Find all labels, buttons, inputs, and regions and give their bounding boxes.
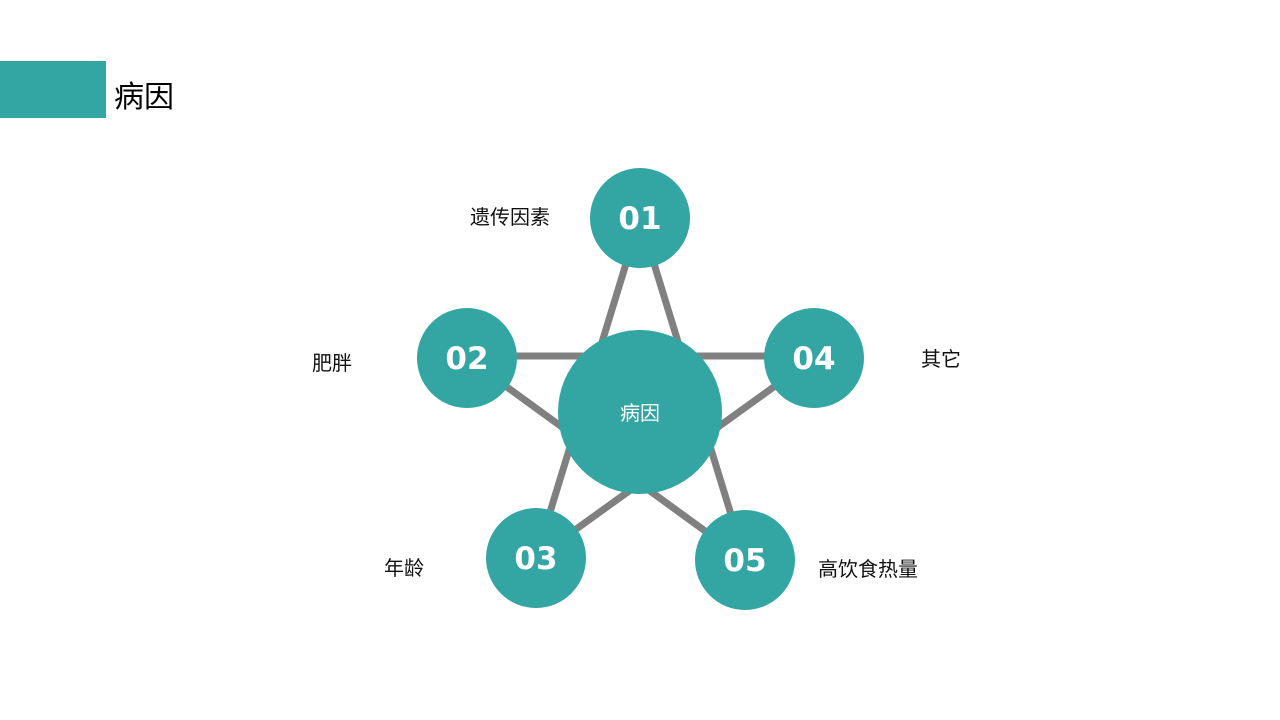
node-05-number: 05 [723,543,766,579]
page-title: 病因 [114,80,174,115]
node-04-number: 04 [792,341,835,377]
node-03-label: 年龄 [384,556,424,580]
node-02-number: 02 [445,341,488,377]
node-05-label: 高饮食热量 [818,557,918,581]
node-04-circle [764,308,864,408]
node-02-circle [417,308,517,408]
center-label: 病因 [620,401,660,425]
node-04-label: 其它 [921,347,961,371]
title-accent-bar [0,61,106,118]
center-circle [558,330,722,494]
node-01-circle [590,168,690,268]
node-02-label: 肥胖 [312,351,352,375]
node-03-number: 03 [514,541,557,577]
node-01-label: 遗传因素 [470,205,550,229]
node-01-number: 01 [618,201,661,237]
node-03-circle [486,508,586,608]
node-05-circle [695,510,795,610]
